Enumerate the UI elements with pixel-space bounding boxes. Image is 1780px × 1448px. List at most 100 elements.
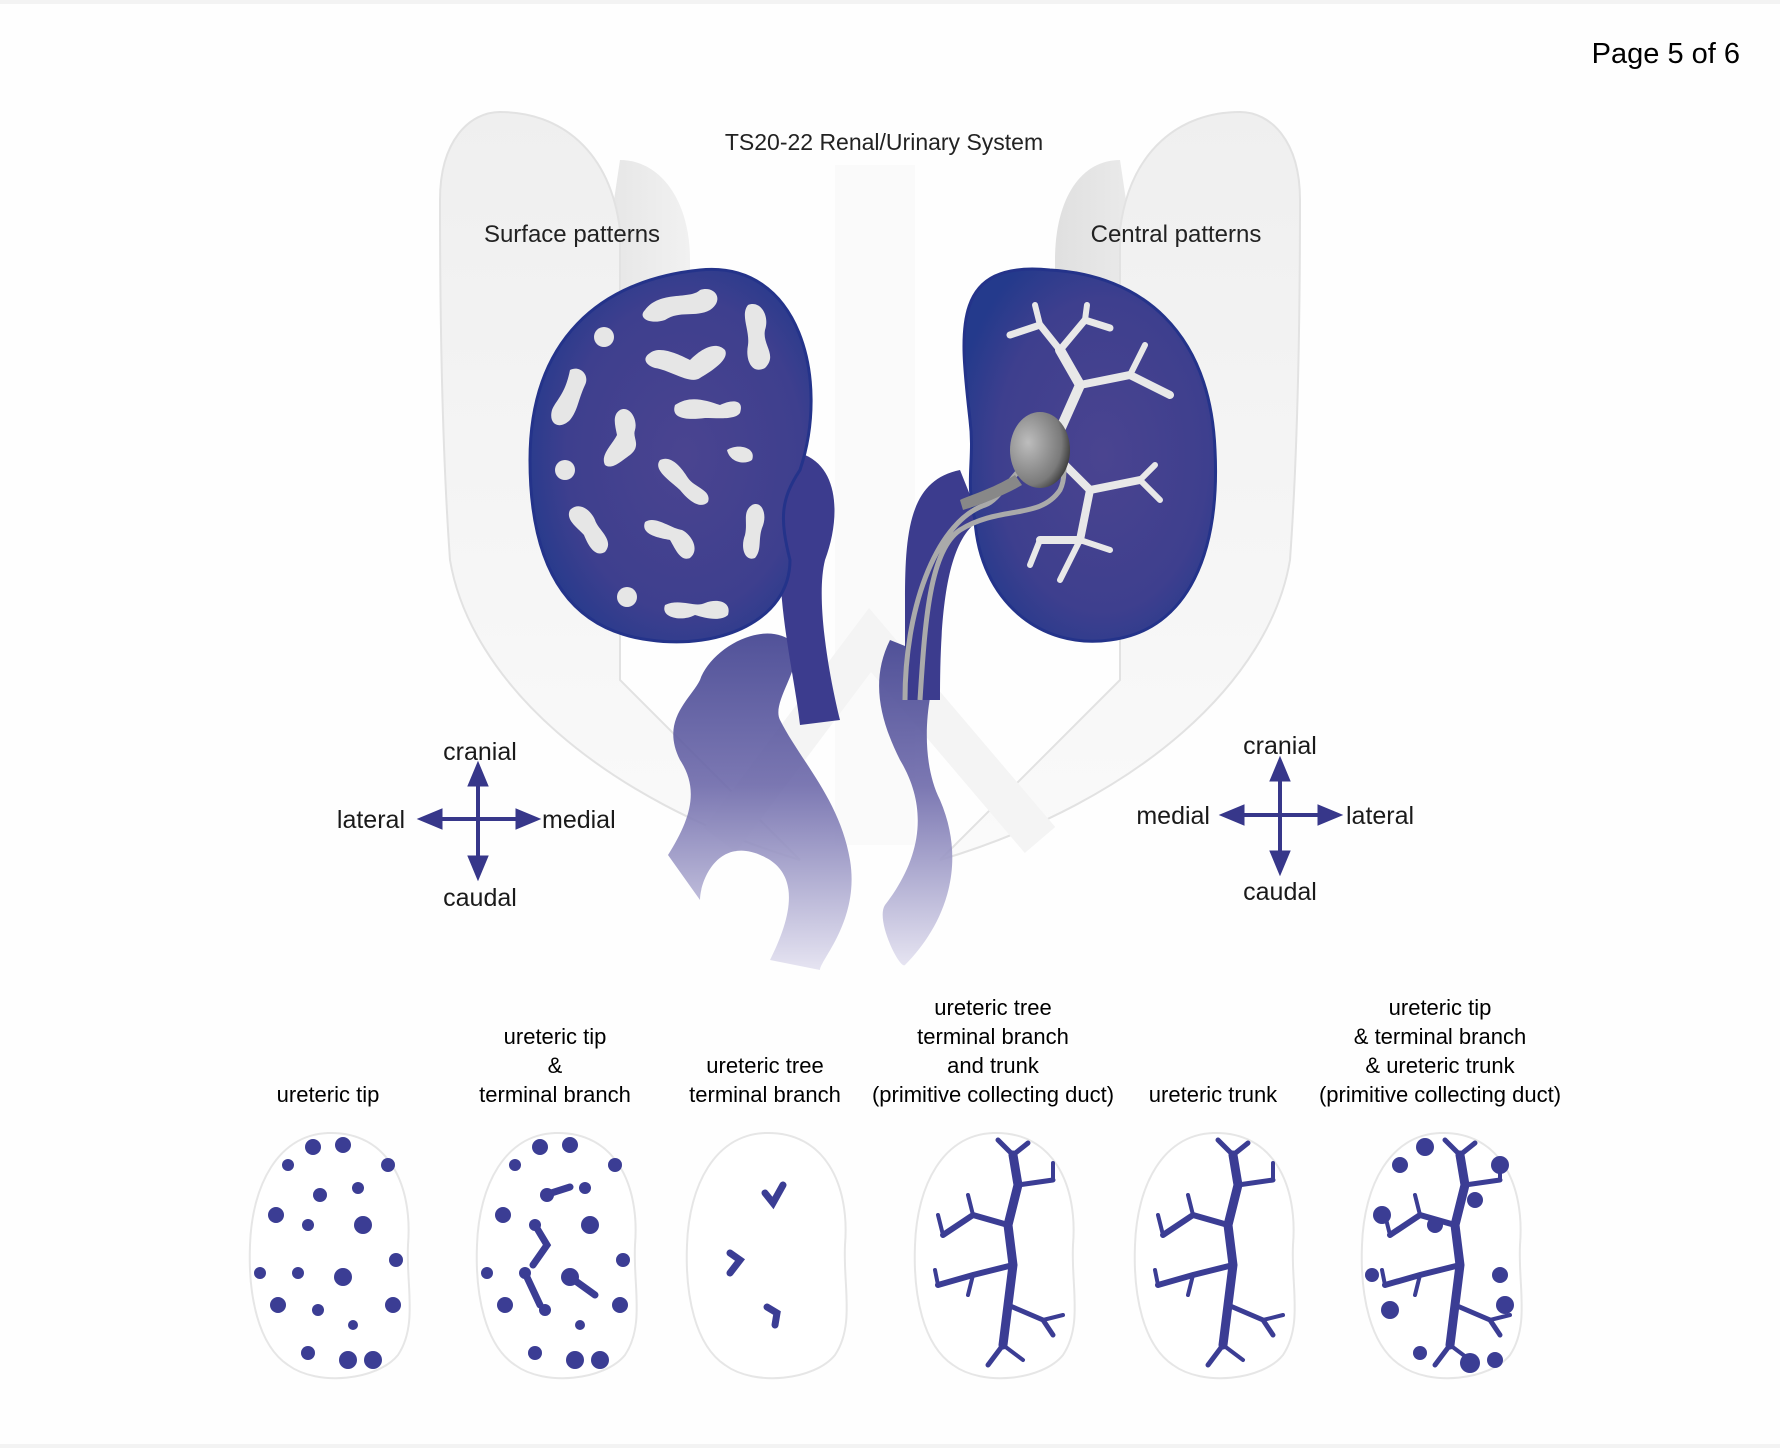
ureteric-tip-dot	[1373, 1206, 1391, 1224]
pattern-caption-line: ureteric tip	[504, 1024, 607, 1049]
renal-pelvis	[1010, 412, 1070, 488]
pattern-caption-line: terminal branch	[479, 1082, 631, 1107]
kidney-outline	[248, 1131, 411, 1380]
ureteric-tree-branch	[1205, 1342, 1226, 1368]
orientation-right-up: cranial	[1243, 732, 1317, 760]
ureteric-tip-dot	[497, 1297, 513, 1313]
ureteric-tip-dot	[1467, 1192, 1483, 1208]
ureteric-tip-dot	[1492, 1267, 1508, 1283]
ureteric-tip-dot	[385, 1297, 401, 1313]
orientation-left	[416, 760, 542, 882]
kidney-outline	[913, 1131, 1076, 1380]
ureteric-tree-branch	[1432, 1342, 1453, 1368]
figure-title: TS20-22 Renal/Urinary System	[725, 129, 1043, 155]
ureteric-tree-branch	[1010, 1140, 1031, 1158]
ureteric-tip-dot	[282, 1159, 294, 1171]
ureteric-tip-dot	[1427, 1217, 1443, 1233]
terminal-branch-fragment	[726, 1249, 746, 1277]
ureteric-tip-dot	[339, 1351, 357, 1369]
ureteric-tree-branch	[985, 1342, 1006, 1368]
ureteric-tip-dot	[591, 1351, 609, 1369]
ureteric-tip-dot	[292, 1267, 304, 1279]
ureteric-tree-branch	[998, 1150, 1023, 1350]
ureteric-tree-branch	[1230, 1140, 1251, 1158]
pattern-caption-line: & terminal branch	[1354, 1024, 1526, 1049]
ureteric-tip-dot	[575, 1320, 585, 1330]
pattern-caption-line: terminal branch	[689, 1082, 841, 1107]
ureteric-tree-branch	[1015, 1177, 1056, 1188]
pattern-caption-line: ureteric trunk	[1149, 1082, 1278, 1107]
pattern-caption-line: &	[548, 1053, 563, 1078]
kidney-outline	[1133, 1131, 1296, 1380]
pattern-panel-trunk	[1133, 1131, 1296, 1380]
ureteric-tip-dot	[1416, 1138, 1434, 1156]
ureteric-tree-branch	[1445, 1150, 1470, 1350]
ureteric-tip-dot	[562, 1137, 578, 1153]
ureteric-tree-branch	[1488, 1313, 1512, 1322]
ureteric-tree-branch	[1001, 1343, 1025, 1362]
ureteric-tip-dot	[301, 1346, 315, 1360]
ureteric-tip-dot	[1496, 1296, 1514, 1314]
kidney-outline	[685, 1131, 848, 1380]
ureteric-tree-branch	[1380, 1268, 1387, 1287]
orientation-right-left: medial	[1136, 802, 1210, 830]
ureteric-tree-branch	[1413, 1273, 1422, 1297]
ureteric-tree-branch	[1457, 1140, 1478, 1158]
ureteric-tree-branch	[1153, 1268, 1160, 1287]
left-ureter	[668, 633, 852, 970]
pattern-caption-line: ureteric tip	[277, 1082, 380, 1107]
ureteric-tip-dot	[509, 1159, 521, 1171]
pattern-caption-line: (primitive collecting duct)	[872, 1082, 1114, 1107]
ureteric-tree-branch	[1186, 1193, 1195, 1217]
pattern-caption-line: ureteric tree	[706, 1053, 823, 1078]
ureteric-tip-dot	[616, 1253, 630, 1267]
ureteric-tip-dot	[608, 1158, 622, 1172]
ureteric-tree-branch	[1442, 1137, 1463, 1158]
ureteric-tip-dot	[1413, 1346, 1427, 1360]
ureteric-tip-dot	[389, 1253, 403, 1267]
right-kidney	[879, 267, 1218, 966]
ureteric-tip-dot	[254, 1267, 266, 1279]
ureteric-tree-branch	[1186, 1273, 1195, 1297]
ureteric-tree-branch	[1261, 1313, 1285, 1322]
pattern-panel-tree-terminal	[685, 1131, 848, 1380]
pattern-panel-tree-trunk	[913, 1131, 1076, 1380]
ureteric-tip-dot	[1381, 1301, 1399, 1319]
ureteric-tree-branch	[1413, 1193, 1422, 1217]
ureteric-tree-branch	[933, 1268, 940, 1287]
ureteric-tree-branch	[1221, 1343, 1245, 1362]
ureteric-tip-dot	[1491, 1156, 1509, 1174]
orientation-right-right: lateral	[1346, 802, 1414, 830]
pattern-caption-line: ureteric tip	[1389, 995, 1492, 1020]
central-pattern-tree	[1006, 302, 1174, 583]
surface-pattern-tips	[551, 289, 771, 619]
ureteric-tip-dot	[268, 1207, 284, 1223]
orientation-right	[1218, 755, 1344, 877]
ureteric-tree-branch	[1156, 1213, 1165, 1237]
pattern-caption-line: ureteric tree	[934, 995, 1051, 1020]
orientation-left-down: caudal	[443, 884, 517, 912]
ureteric-tip-dot	[579, 1182, 591, 1194]
ureteric-tip-dot	[612, 1297, 628, 1313]
pattern-caption-line: and trunk	[947, 1053, 1040, 1078]
ureteric-tip-dot	[302, 1219, 314, 1231]
pattern-panels	[248, 1131, 1523, 1380]
ureteric-tree-branch	[1215, 1137, 1236, 1158]
orientation-left-left: lateral	[337, 806, 405, 834]
ureteric-tip-dot	[532, 1139, 548, 1155]
terminal-branch	[521, 1183, 599, 1309]
ureteric-tip-dot	[381, 1158, 395, 1172]
ureteric-tip-dot	[364, 1351, 382, 1369]
kidney-outline	[475, 1131, 638, 1380]
terminal-branch-fragment	[763, 1303, 781, 1329]
pattern-panel-all	[1360, 1131, 1523, 1380]
ureteric-tip-dot	[335, 1137, 351, 1153]
ureteric-tip-dot	[528, 1346, 542, 1360]
ureteric-tip-dot	[352, 1182, 364, 1194]
ureteric-tip-dot	[354, 1216, 372, 1234]
ureteric-tip-dot	[1487, 1352, 1503, 1368]
orientation-left-up: cranial	[443, 738, 517, 766]
ureteric-tree-branch	[995, 1137, 1016, 1158]
pattern-caption-line: & ureteric trunk	[1365, 1053, 1515, 1078]
